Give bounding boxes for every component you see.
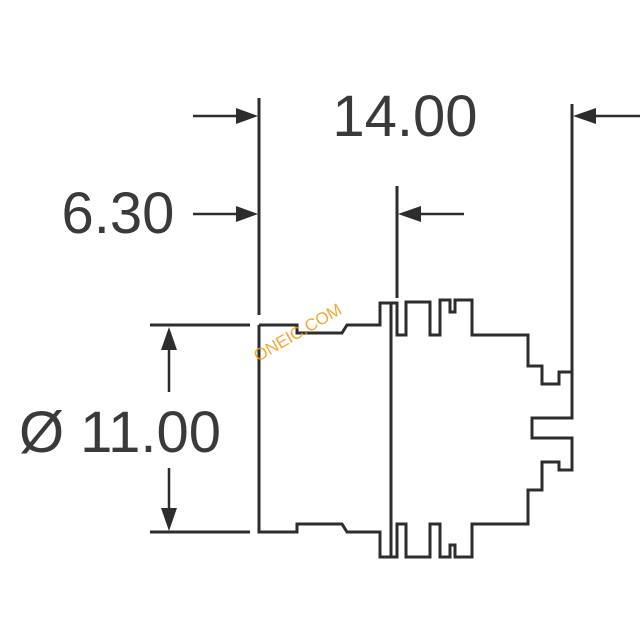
dimension-arrow-diameter-top (161, 327, 177, 392)
dimension-arrow-14-left (193, 108, 258, 124)
dimension-label-overall-length: 14.00 (332, 84, 477, 149)
dimension-arrow-diameter-bottom (161, 468, 177, 531)
switch-body-outline (257, 301, 399, 559)
dimension-arrow-14-right (573, 108, 640, 124)
dimension-label-front-length: 6.30 (62, 181, 175, 246)
dimension-arrow-630-left (193, 206, 258, 222)
dimension-arrow-630-right (398, 206, 464, 222)
rear-housing-outline (395, 298, 574, 559)
dimension-label-diameter: Ø 11.00 (19, 400, 221, 465)
